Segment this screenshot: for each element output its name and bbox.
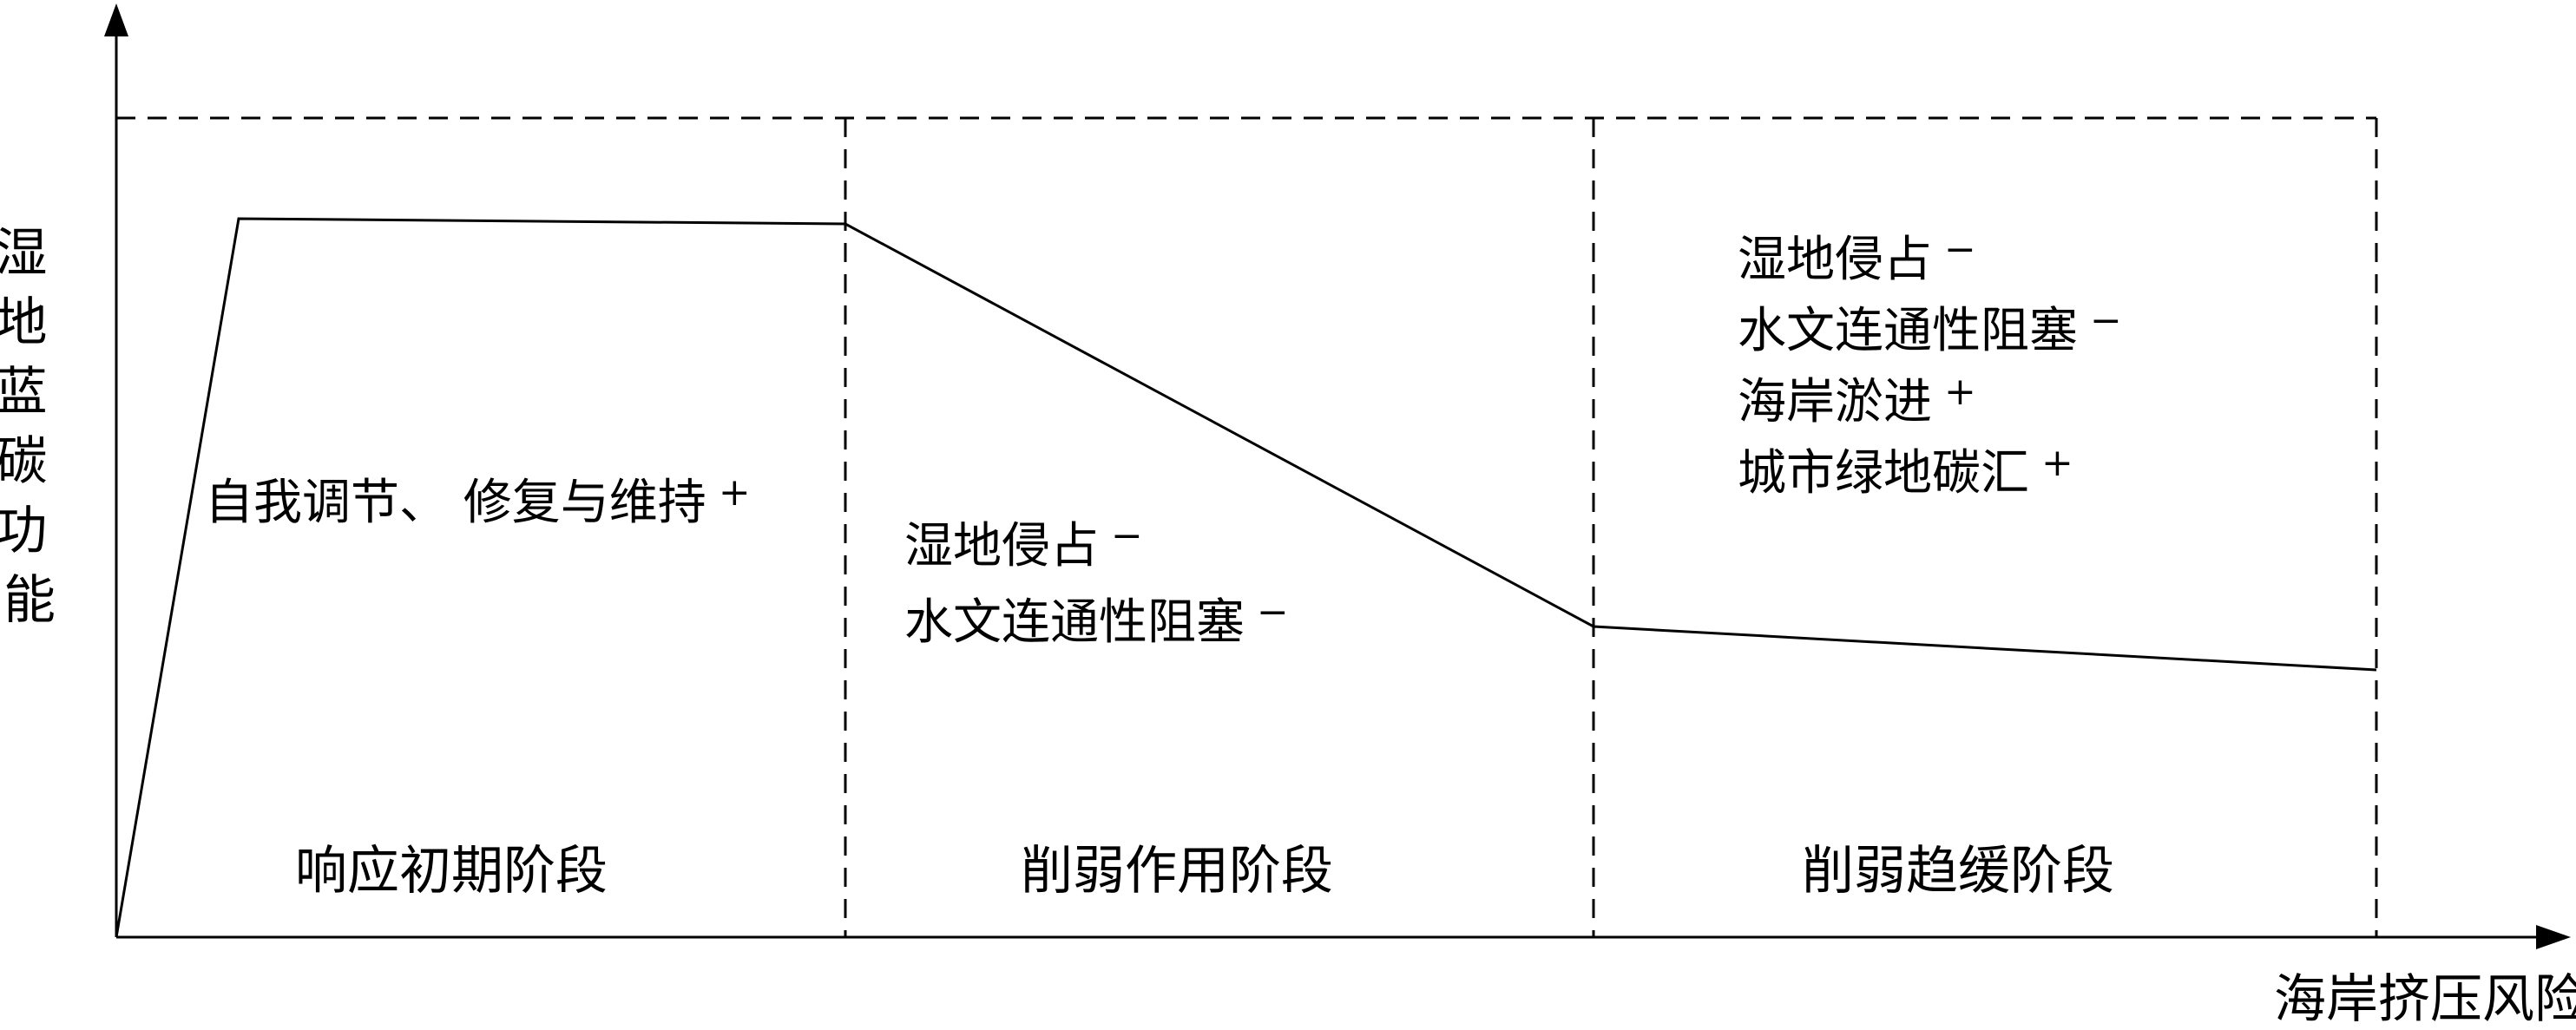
stage-3-name: 削弱趋缓阶段 — [1802, 841, 2114, 902]
stage-2-factor-2: 水文连通性阻塞− — [904, 590, 1289, 651]
stage-3-factor-2: 水文连通性阻塞− — [1738, 299, 2122, 359]
stage-1-factor-1: 自我调节、 修复与维持+ — [205, 470, 751, 531]
stage-3-factor-4: 城市绿地碳汇+ — [1738, 441, 2073, 502]
x-axis-label: 海岸挤压风险 — [2274, 969, 2576, 1030]
y-axis-arrowhead — [104, 3, 128, 36]
blue-carbon-function-curve — [115, 217, 2377, 938]
stage-2-name: 削弱作用阶段 — [1021, 841, 1333, 902]
y-axis-label: 湿 地 蓝 碳 功 能 — [0, 223, 64, 631]
stage-1-name: 响应初期阶段 — [295, 841, 608, 902]
stage-3-factor-1: 湿地侵占− — [1738, 227, 1976, 288]
stage-2-factor-1: 湿地侵占− — [904, 514, 1143, 574]
stage-3-factor-3: 海岸淤进+ — [1738, 370, 1976, 430]
x-axis-arrowhead — [2536, 925, 2571, 949]
